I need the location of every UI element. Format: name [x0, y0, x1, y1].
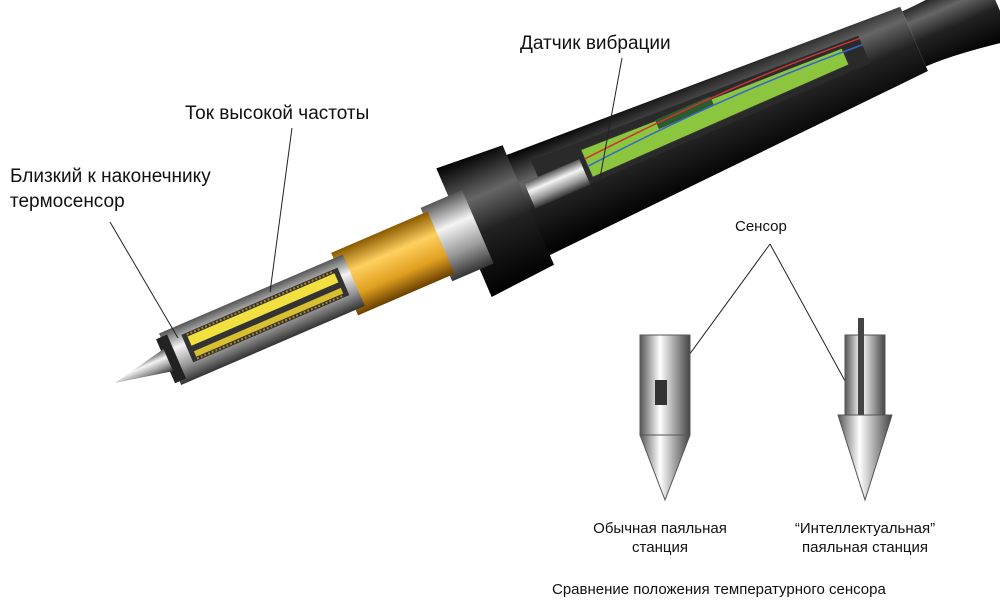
smart-tip: [837, 318, 893, 502]
handle-rear: [902, 0, 1000, 67]
caption: Сравнение положения температурного сенсо…: [552, 581, 886, 598]
soldering-iron: [115, 0, 1000, 385]
label-smart-2: паяльная станция: [802, 539, 928, 556]
label-hf-current: Ток высокой частоты: [185, 103, 370, 124]
heater-coil: [187, 273, 339, 346]
gold-sleeve: [331, 211, 455, 316]
collar: [436, 145, 555, 297]
label-ordinary-1: Обычная паяльная: [593, 520, 727, 537]
label-vibration-sensor: Датчик вибрации: [520, 33, 671, 54]
label-tip-sensor-1: Близкий к наконечнику: [10, 166, 211, 187]
label-sensor: Сенсор: [735, 218, 787, 235]
label-smart-1: “Интеллектуальная”: [794, 520, 936, 537]
ordinary-tip: [639, 334, 691, 502]
label-ordinary-2: станция: [632, 539, 688, 556]
pcb-board: [580, 47, 850, 178]
tip: [115, 349, 174, 383]
vibration-spring: [524, 159, 591, 209]
label-tip-sensor-2: термосенсор: [10, 191, 125, 212]
